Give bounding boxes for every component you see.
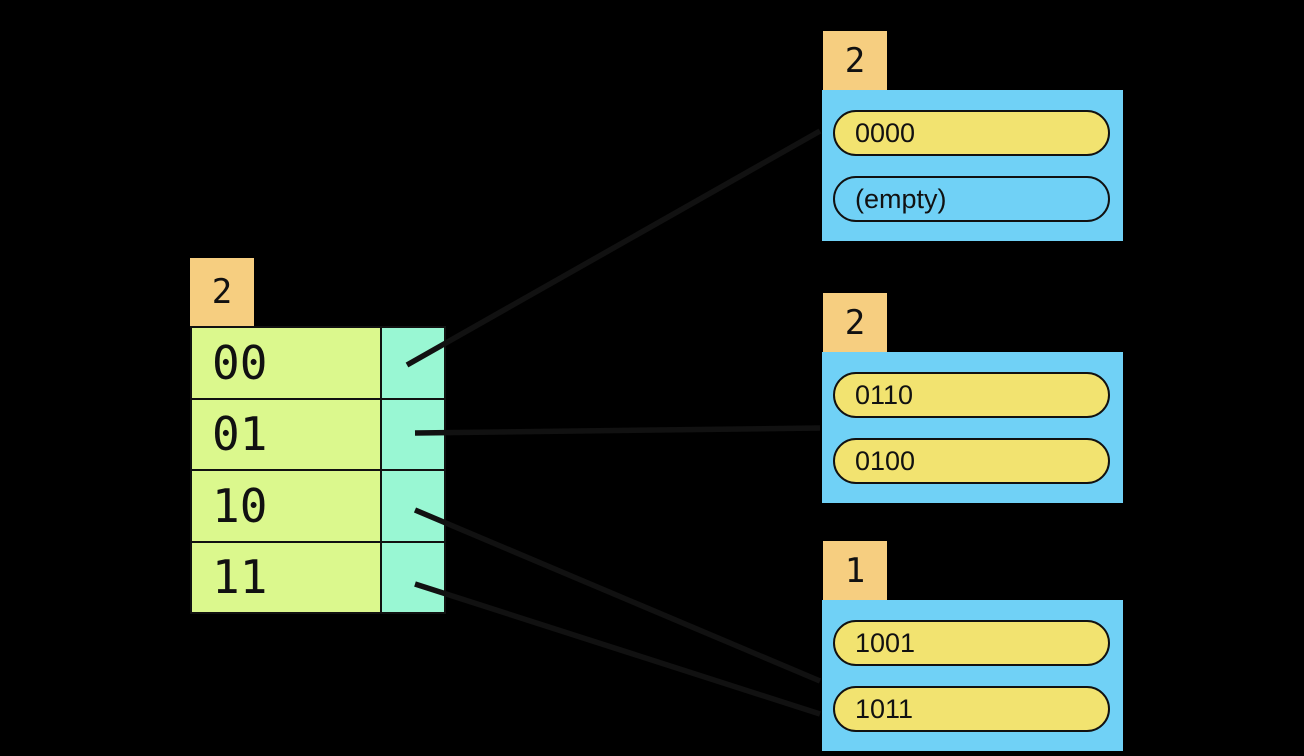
directory-row-10: 10 (192, 469, 444, 541)
bucket1-local-depth-value: 2 (844, 40, 866, 81)
bucket2-entry-2: 0100 (833, 438, 1110, 484)
directory-pointer-cell (381, 399, 444, 469)
pointer-arrow-01 (414, 425, 821, 436)
bucket3-entry-2: 1011 (833, 686, 1110, 732)
bucket3-local-depth-value: 1 (844, 550, 866, 591)
directory-key-cell: 10 (192, 471, 382, 541)
bucket2-local-depth-badge: 2 (823, 293, 887, 352)
pointer-arrow-00 (405, 128, 822, 368)
directory-global-depth-badge: 2 (190, 258, 254, 326)
bucket1-entry-2: (empty) (833, 176, 1110, 222)
directory-pointer-cell (381, 542, 444, 612)
bucket2-entry-1: 0110 (833, 372, 1110, 418)
bucket1-entry-1: 0000 (833, 110, 1110, 156)
bucket1: 0000 (empty) (822, 90, 1123, 241)
bucket1-local-depth-badge: 2 (823, 31, 887, 90)
bucket3: 1001 1011 (822, 600, 1123, 751)
global-depth-value: 2 (211, 272, 233, 312)
directory-pointer-cell (381, 328, 444, 398)
directory-pointer-cell (381, 471, 444, 541)
directory-key-cell: 00 (192, 328, 382, 398)
directory-row-11: 11 (192, 540, 444, 612)
directory-key-cell: 11 (192, 542, 382, 612)
directory-table: 00 01 10 11 (190, 326, 446, 614)
directory-key-cell: 01 (192, 399, 382, 469)
bucket3-local-depth-badge: 1 (823, 541, 887, 600)
directory-row-01: 01 (192, 397, 444, 469)
pointer-arrow-11 (414, 581, 821, 717)
directory-row-00: 00 (192, 328, 444, 398)
pointer-arrow-10 (413, 507, 822, 684)
bucket2: 0110 0100 (822, 352, 1123, 503)
bucket3-entry-1: 1001 (833, 620, 1110, 666)
bucket2-local-depth-value: 2 (844, 302, 866, 343)
